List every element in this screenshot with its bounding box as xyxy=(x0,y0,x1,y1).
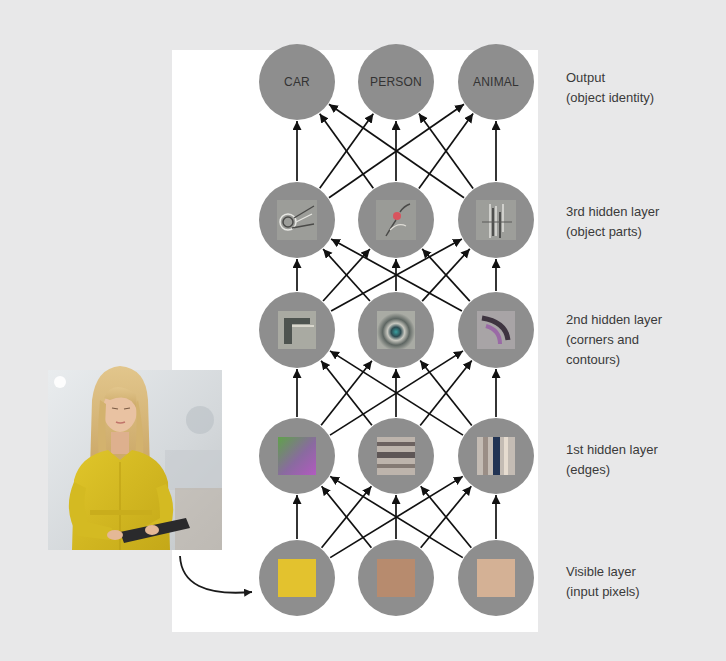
connection-arrow xyxy=(419,114,473,189)
output-neuron: CAR xyxy=(259,44,335,120)
layer-label: 2nd hidden layer xyxy=(566,310,662,330)
class-label: PERSON xyxy=(370,75,422,89)
layer-label: 1st hidden layer xyxy=(566,440,658,460)
layer-label: (edges) xyxy=(566,460,610,480)
connection-arrow xyxy=(322,486,372,547)
output-neuron: PERSON xyxy=(358,44,434,120)
neuron-circle xyxy=(358,418,434,494)
connection-arrow xyxy=(495,259,497,291)
connection-arrow xyxy=(296,259,298,291)
connection-arrow xyxy=(320,114,374,189)
layer-label: (input pixels) xyxy=(566,582,640,602)
neuron-circle xyxy=(358,182,434,258)
class-label: ANIMAL xyxy=(473,75,519,89)
neuron-circle xyxy=(458,292,534,368)
neuron-circle xyxy=(259,540,335,616)
neuron-circle xyxy=(259,418,335,494)
connection-arrow xyxy=(495,495,497,539)
connection-arrow xyxy=(421,486,472,548)
connection-arrow xyxy=(296,121,298,181)
connection-arrow xyxy=(296,369,298,417)
layer-label: Visible layer xyxy=(566,562,636,582)
connection-arrow xyxy=(322,486,372,547)
connection-arrow xyxy=(420,361,472,426)
neuron-circle xyxy=(259,292,335,368)
neuron-circle xyxy=(358,540,434,616)
layer-label: (object parts) xyxy=(566,222,642,242)
connection-arrow xyxy=(321,361,372,426)
connection-arrow xyxy=(419,114,473,189)
output-neuron: ANIMAL xyxy=(458,44,534,120)
layer-label: 3rd hidden layer xyxy=(566,202,659,222)
neuron-circle xyxy=(259,182,335,258)
connection-arrow xyxy=(495,121,497,181)
connection-arrow xyxy=(495,369,497,417)
neuron-circle xyxy=(358,292,434,368)
connection-arrow xyxy=(321,361,372,426)
connection-arrow xyxy=(296,495,298,539)
class-label: CAR xyxy=(284,75,310,89)
connection-arrow xyxy=(320,114,374,189)
layer-label: (object identity) xyxy=(566,88,654,108)
connection-arrow xyxy=(422,249,470,301)
connection-arrow xyxy=(420,361,472,426)
layer-label: Output xyxy=(566,68,605,88)
neuron-circle xyxy=(458,418,534,494)
neuron-circle xyxy=(458,540,534,616)
layer-label: (corners and contours) xyxy=(566,330,666,370)
connection-arrow xyxy=(421,486,472,548)
neuron-circle xyxy=(458,182,534,258)
